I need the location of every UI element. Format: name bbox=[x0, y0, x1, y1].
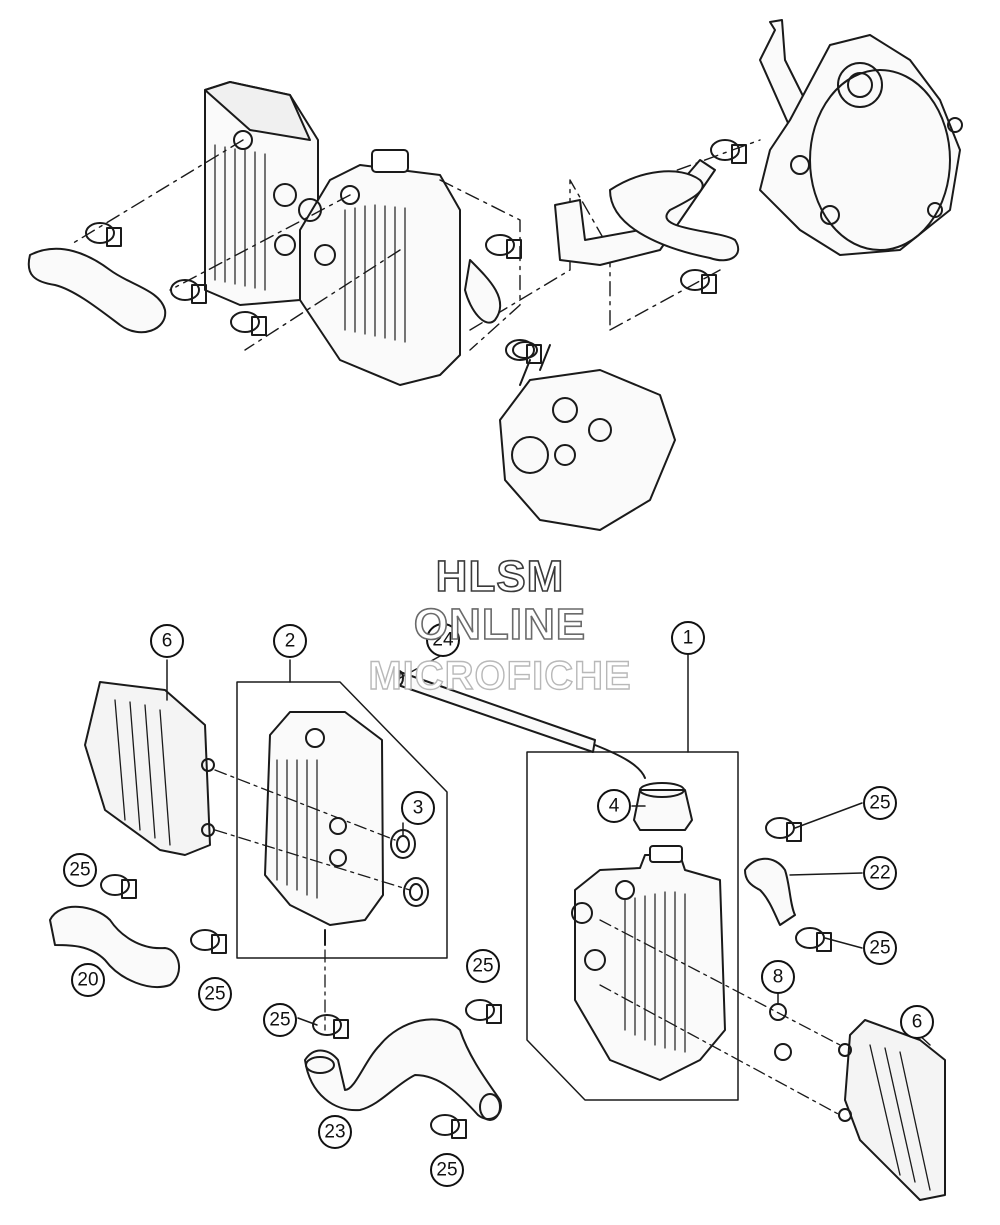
callout-3: 3 bbox=[401, 791, 435, 825]
callout-8: 8 bbox=[761, 960, 795, 994]
callout-25c-label: 25 bbox=[69, 860, 90, 881]
callout-3-label: 3 bbox=[413, 798, 424, 819]
part-1-box bbox=[526, 751, 739, 1101]
part-2-box bbox=[236, 681, 448, 959]
top-assembly bbox=[27, 19, 963, 531]
callout-24: 24 bbox=[426, 623, 460, 657]
callout-25a: 25 bbox=[863, 786, 897, 820]
callout-4-label: 4 bbox=[609, 796, 620, 817]
callout-23-label: 23 bbox=[324, 1122, 345, 1143]
hose-23 bbox=[304, 1018, 502, 1121]
watermark-line-2: ONLINE bbox=[413, 599, 587, 650]
engine-cover bbox=[759, 19, 963, 256]
callout-23: 23 bbox=[318, 1115, 352, 1149]
bottom-clamps bbox=[100, 817, 832, 1139]
callout-24-label: 24 bbox=[432, 630, 454, 651]
watermark-line-3: MICROFICHE bbox=[368, 653, 632, 698]
callout-2-label: 2 bbox=[285, 631, 296, 652]
callout-1-label: 1 bbox=[683, 628, 694, 649]
screws-8 bbox=[769, 1003, 792, 1061]
callout-25f: 25 bbox=[263, 1003, 297, 1037]
bottom-assembly bbox=[49, 670, 946, 1201]
callout-25d-label: 25 bbox=[204, 984, 225, 1005]
top-clamps bbox=[85, 139, 747, 364]
callout-20: 20 bbox=[71, 963, 105, 997]
hose-20 bbox=[49, 905, 180, 988]
callout-25b-label: 25 bbox=[869, 938, 890, 959]
callout-6a: 6 bbox=[150, 624, 184, 658]
callout-1: 1 bbox=[671, 621, 705, 655]
callout-6b-label: 6 bbox=[912, 1012, 923, 1033]
watermark-line-1: HLSM bbox=[435, 551, 565, 602]
callout-25c: 25 bbox=[63, 853, 97, 887]
callout-6b: 6 bbox=[900, 1005, 934, 1039]
leader-lines bbox=[166, 654, 931, 1046]
left-radiator-guard bbox=[84, 681, 215, 856]
right-radiator-guard bbox=[838, 1019, 946, 1201]
top-right-radiator bbox=[298, 149, 461, 386]
callout-25a-label: 25 bbox=[869, 793, 890, 814]
callout-8-label: 8 bbox=[773, 967, 784, 988]
callout-20-label: 20 bbox=[77, 970, 98, 991]
hose-22 bbox=[744, 857, 796, 926]
cylinder bbox=[499, 341, 676, 531]
callout-25e-label: 25 bbox=[472, 956, 493, 977]
callout-6a-label: 6 bbox=[162, 631, 173, 652]
radiator-cap-4 bbox=[633, 782, 693, 831]
callout-25g: 25 bbox=[430, 1153, 464, 1187]
grommets-3 bbox=[390, 829, 429, 907]
top-left-hose bbox=[27, 247, 167, 334]
callout-25g-label: 25 bbox=[436, 1160, 457, 1181]
top-middle-hoses bbox=[464, 159, 740, 324]
callout-25b: 25 bbox=[863, 931, 897, 965]
radiator-1 bbox=[571, 845, 726, 1081]
callout-25d: 25 bbox=[198, 977, 232, 1011]
callout-22: 22 bbox=[863, 856, 897, 890]
callout-25f-label: 25 bbox=[269, 1010, 290, 1031]
callout-22-label: 22 bbox=[869, 863, 890, 884]
callout-4: 4 bbox=[597, 789, 631, 823]
radiator-2 bbox=[264, 711, 384, 946]
callout-2: 2 bbox=[273, 624, 307, 658]
callout-25e: 25 bbox=[466, 949, 500, 983]
